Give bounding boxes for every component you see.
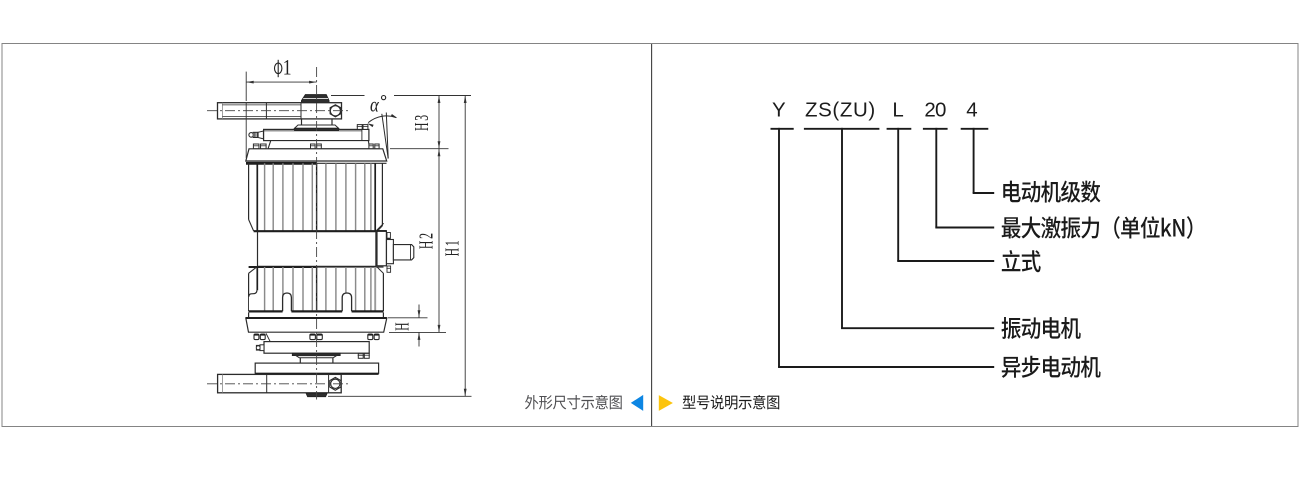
svg-text:α: α (370, 94, 380, 117)
svg-text:H1: H1 (443, 238, 464, 256)
svg-text:H2: H2 (416, 231, 437, 249)
svg-text:4: 4 (966, 99, 977, 122)
svg-text:Y: Y (772, 99, 786, 122)
svg-text:H: H (393, 321, 414, 331)
svg-text:20: 20 (924, 99, 946, 122)
svg-text:ZS(ZU): ZS(ZU) (805, 99, 876, 122)
svg-text:H3: H3 (412, 113, 433, 131)
svg-text:1: 1 (283, 56, 292, 80)
svg-text:L: L (892, 99, 903, 122)
